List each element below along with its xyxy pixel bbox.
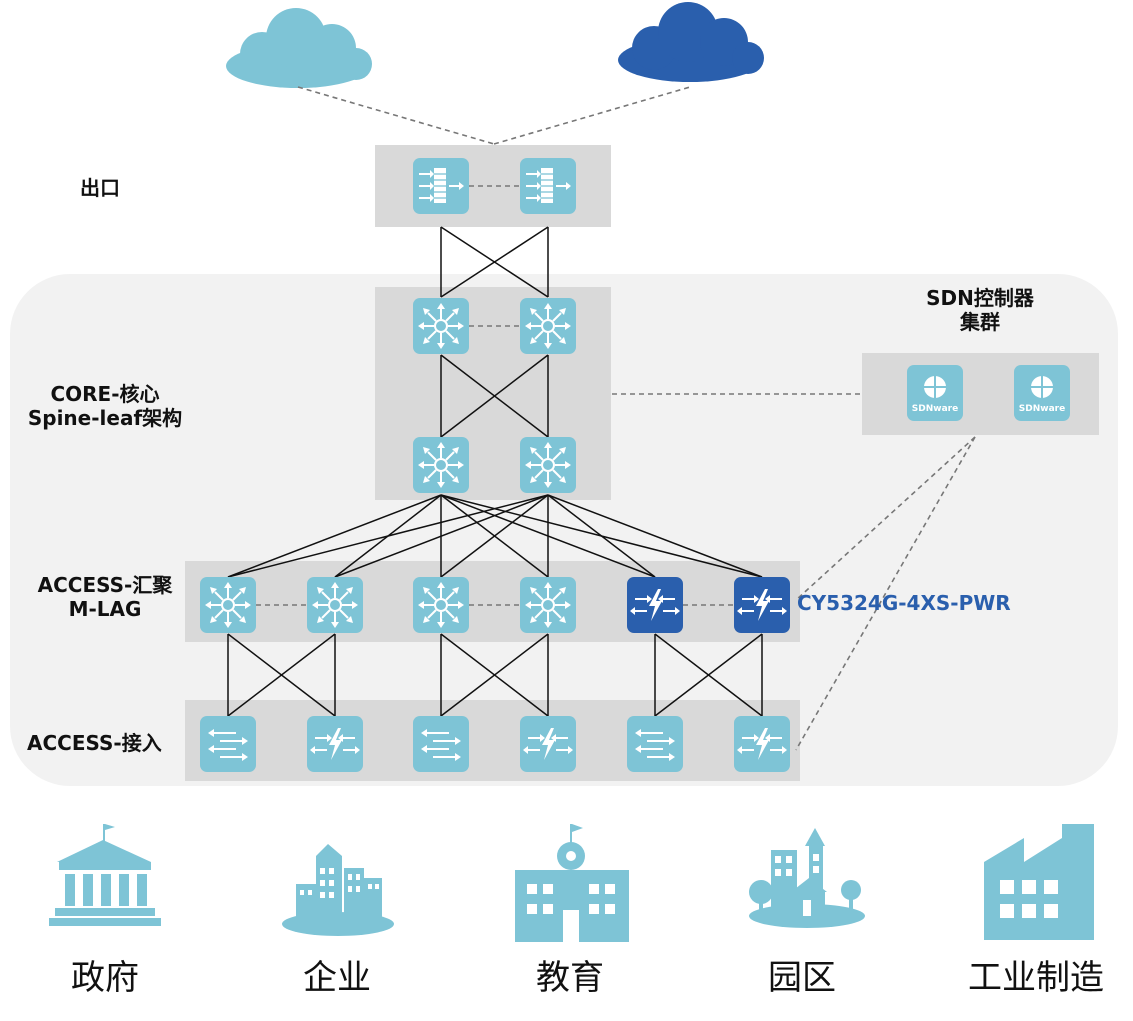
core-layer-label: CORE-核心 Spine-leaf架构	[0, 382, 210, 430]
category-label-government: 政府	[71, 958, 139, 998]
sdn-label-line1: SDN控制器	[926, 286, 1034, 310]
category-label-enterprise: 企业	[303, 958, 371, 998]
aggregation-poe-switch-2	[734, 577, 790, 633]
access-poe-switch-6	[734, 716, 790, 772]
core-router-1	[413, 298, 469, 354]
sdnware-logo-icon: SDNware	[1019, 376, 1065, 414]
access-band	[185, 700, 800, 781]
sdn-controller-label: SDN控制器 集群	[880, 286, 1080, 334]
enterprise-icon	[282, 844, 394, 936]
exit-layer-label: 出口	[80, 176, 120, 200]
solid-links	[227, 226, 763, 717]
government-icon	[49, 824, 161, 926]
campus-park-icon	[749, 828, 865, 928]
sdn-logo-text: SDNware	[1019, 404, 1065, 414]
access-poe-switch-2	[307, 716, 363, 772]
category-label-education: 教育	[536, 958, 604, 998]
category-label-industrial: 工业制造	[968, 958, 1104, 998]
core-label-line2: Spine-leaf架构	[27, 406, 183, 430]
exit-firewall-2	[520, 158, 576, 214]
core-label-line1: CORE-核心	[50, 382, 160, 406]
aggregation-label-line2: M-LAG	[68, 597, 142, 621]
core-router-2	[520, 298, 576, 354]
exit-firewall-1	[413, 158, 469, 214]
switch-model-label: CY5324G-4XS-PWR	[797, 591, 1011, 615]
access-switch-1	[200, 716, 256, 772]
spine-router-2	[520, 437, 576, 493]
aggregation-router-1	[200, 577, 256, 633]
campus-region	[10, 274, 1118, 786]
sdn-controller-2: SDNware	[1014, 365, 1070, 421]
sdn-label-line2: 集群	[960, 310, 1000, 334]
industrial-manufacturing-icon	[984, 824, 1094, 940]
sdn-controller-1: SDNware	[907, 365, 963, 421]
aggregation-band	[185, 561, 800, 642]
access-layer-label: ACCESS-接入	[27, 731, 162, 755]
access-poe-switch-4	[520, 716, 576, 772]
access-switch-3	[413, 716, 469, 772]
aggregation-router-2	[307, 577, 363, 633]
aggregation-poe-switch-1	[627, 577, 683, 633]
access-switch-5	[627, 716, 683, 772]
category-label-campus: 园区	[768, 958, 836, 998]
sdn-logo-text: SDNware	[912, 404, 958, 414]
dashed-links	[256, 86, 976, 751]
aggregation-layer-label: ACCESS-汇聚 M-LAG	[0, 573, 210, 621]
cloud-light-icon	[226, 8, 372, 88]
sdnware-logo-icon: SDNware	[912, 376, 958, 414]
cloud-dark-icon	[618, 2, 764, 82]
aggregation-router-4	[520, 577, 576, 633]
aggregation-label-line1: ACCESS-汇聚	[37, 573, 173, 597]
education-icon	[515, 824, 629, 942]
spine-router-1	[413, 437, 469, 493]
aggregation-router-3	[413, 577, 469, 633]
